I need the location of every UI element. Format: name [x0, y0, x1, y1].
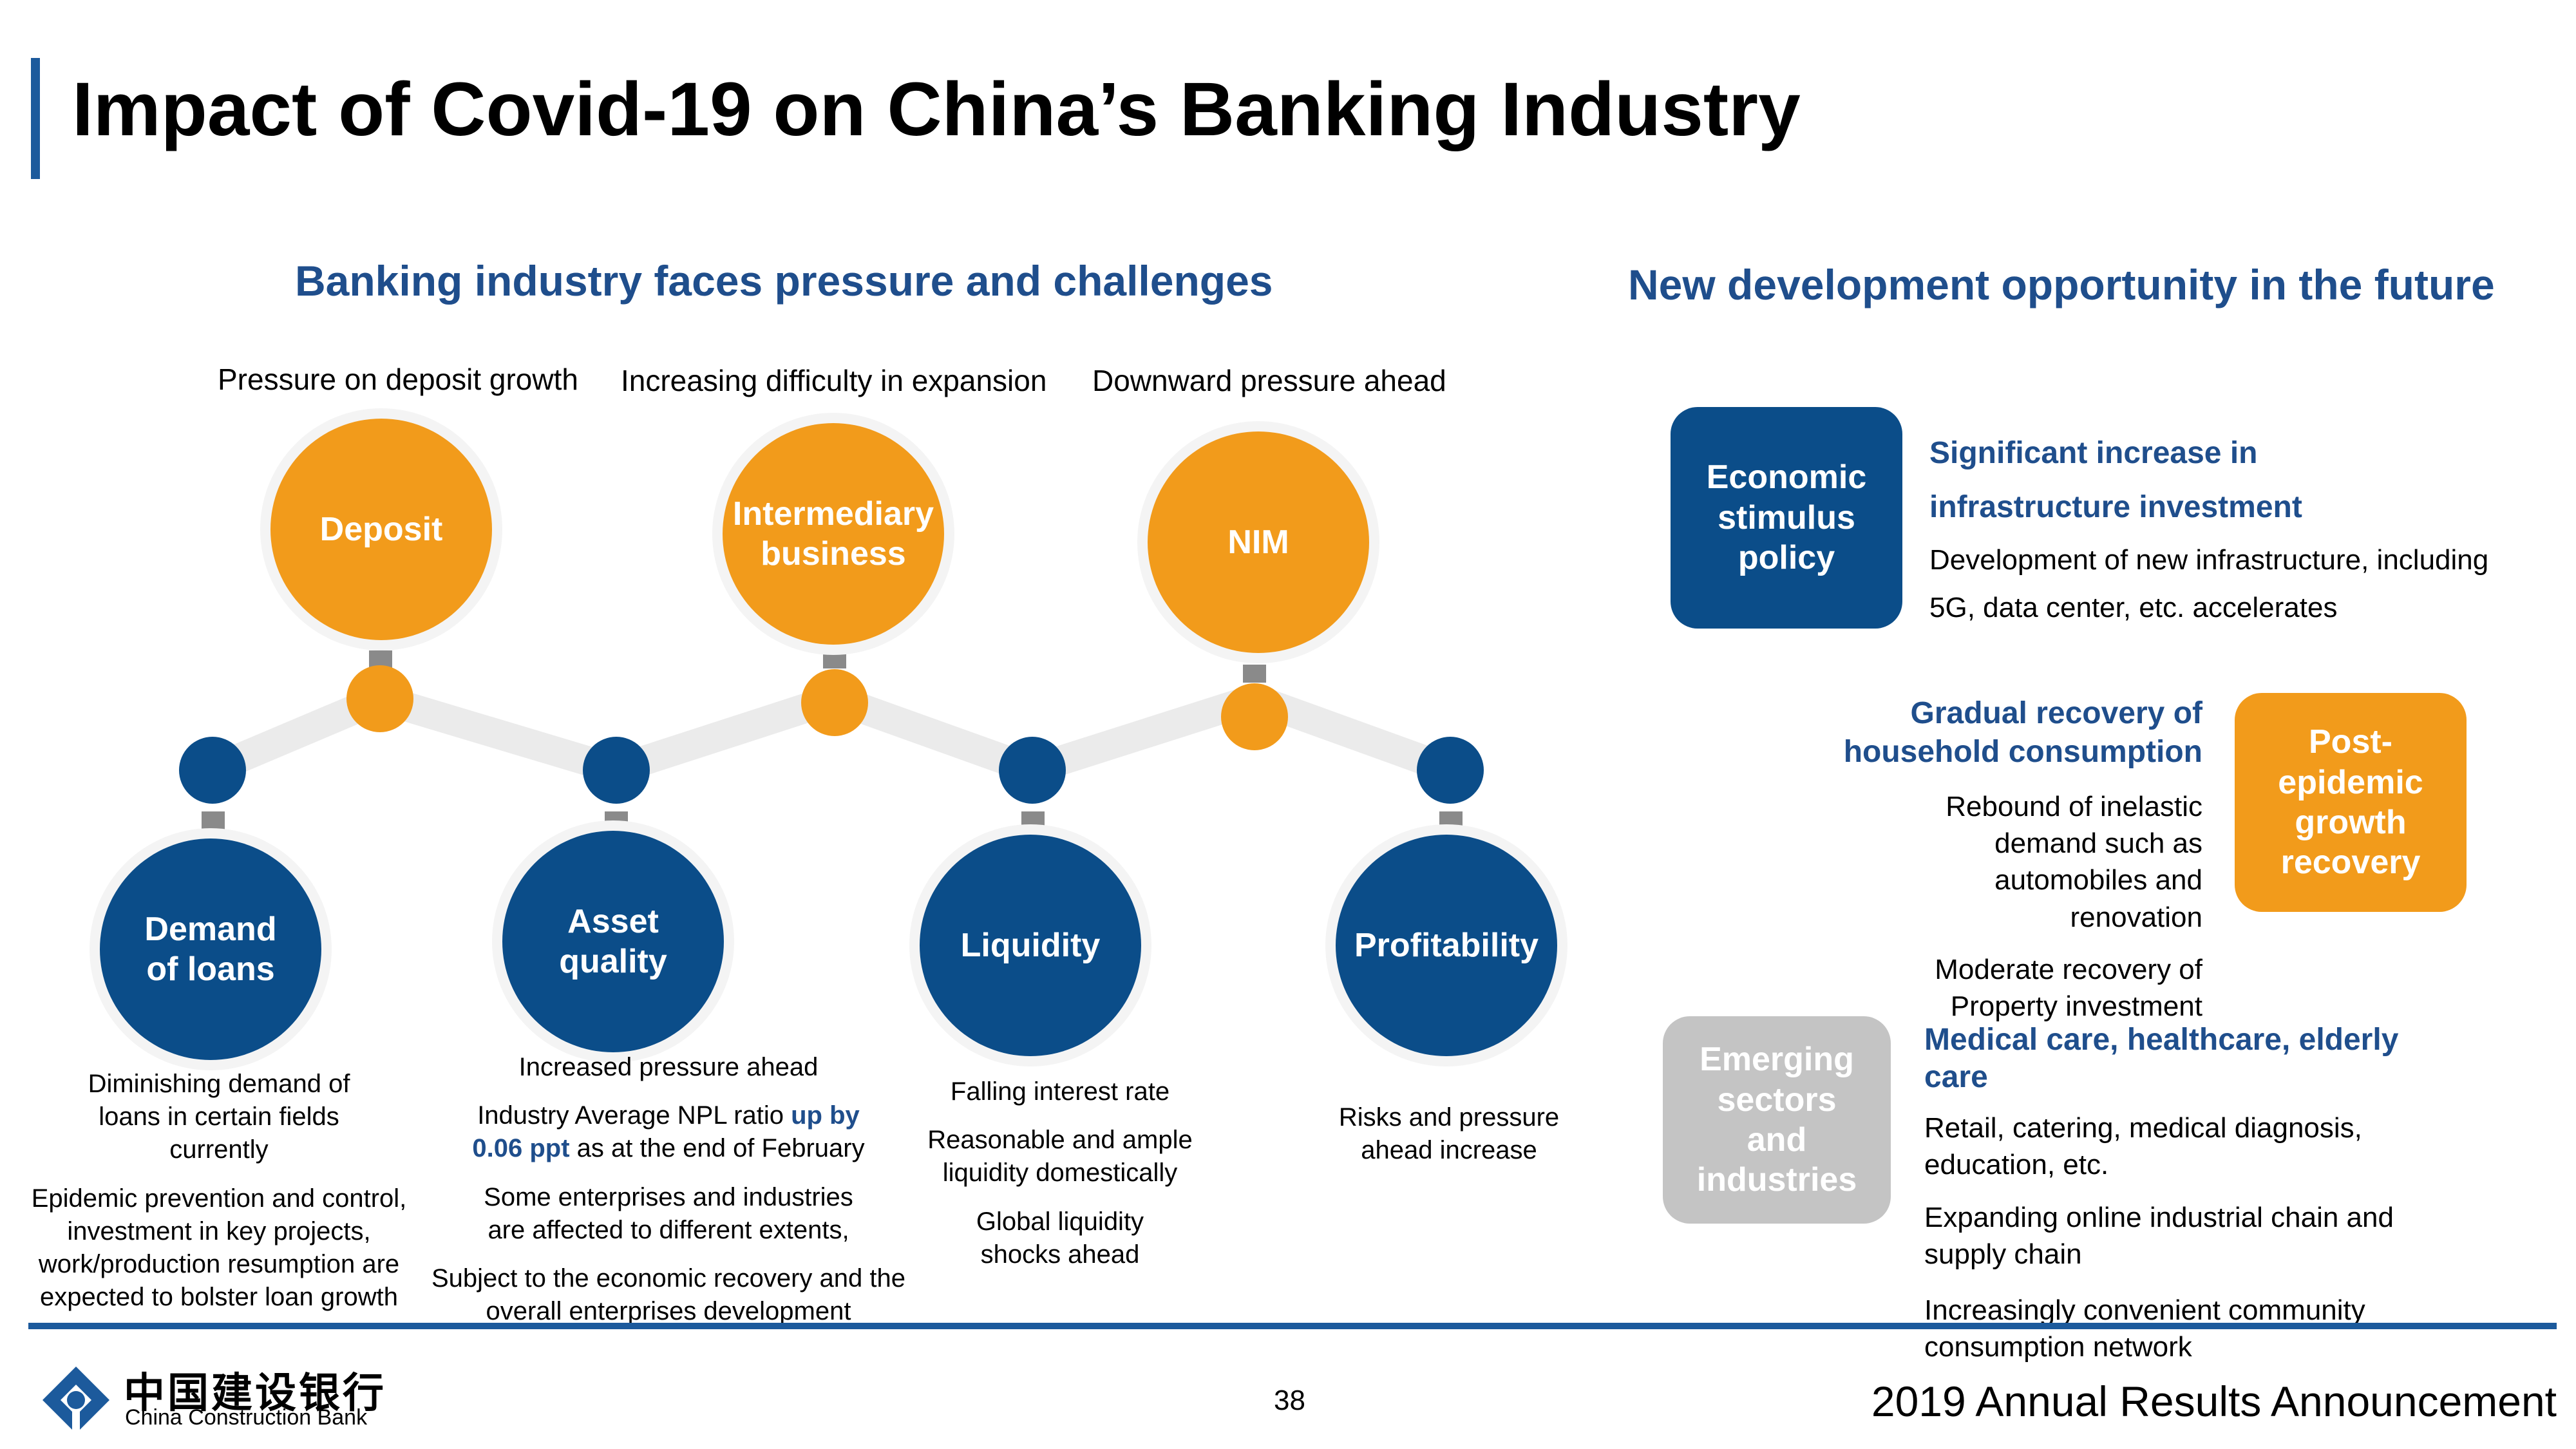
profitability-desc-line1: Risks and pressure ahead increase [1338, 1103, 1560, 1165]
loans-desc-line2: Epidemic prevention and control, investm… [31, 1184, 407, 1312]
asset-quality-desc-line3: Some enterprises and industries are affe… [484, 1182, 853, 1244]
asset-quality-desc-line1: Increased pressure ahead [518, 1053, 819, 1081]
recovery-text-line1: Rebound of inelastic demand such as auto… [1946, 791, 2202, 933]
post-epidemic-label: Post-epidemic growth recovery [2278, 723, 2423, 882]
right-section-heading: New development opportunity in the futur… [1628, 261, 2495, 308]
npl-highlight: up by 0.06 ppt [472, 1101, 860, 1163]
pressure-label-nim: Downward pressure ahead [1092, 364, 1446, 397]
emerging-title: Medical care, healthcare, elderly care [1924, 1023, 2399, 1094]
loans-desc-line1: Diminishing demand of loans in certain f… [88, 1070, 350, 1164]
emerging-text-line3: Increasingly convenient community consum… [1924, 1294, 2365, 1363]
profitability-description: Risks and pressure ahead increase [1327, 1101, 1571, 1182]
left-section-heading: Banking industry faces pressure and chal… [295, 257, 1273, 305]
liquidity-desc-line2: Reasonable and ample liquidity domestica… [927, 1126, 1193, 1188]
intermediary-business-circle: Intermediary business [723, 423, 944, 645]
demand-of-loans-label: Demand of loans [144, 910, 277, 988]
logo-english-name: China Construction Bank [125, 1405, 368, 1430]
ccb-logo-icon [43, 1367, 109, 1436]
loans-description: Diminishing demand of loans in certain f… [13, 1068, 425, 1329]
recovery-text-line2: Moderate recovery of Property investment [1935, 953, 2202, 1022]
emerging-sectors-label: Emerging sectors and industries [1696, 1041, 1857, 1199]
emerging-sectors-box: Emerging sectors and industries [1663, 1016, 1891, 1224]
stimulus-text-line2: 5G, data center, etc. accelerates [1929, 592, 2338, 624]
post-epidemic-text: Gradual recovery of household consumptio… [1726, 694, 2202, 1025]
zigzag-connector [179, 650, 1484, 837]
npl-prefix: Industry Average NPL ratio [477, 1101, 791, 1130]
economic-stimulus-label: Economic stimulus policy [1706, 459, 1867, 577]
liquidity-desc-line3: Global liquidity shocks ahead [976, 1207, 1144, 1269]
footer-announcement: 2019 Annual Results Announcement [1871, 1378, 2557, 1425]
recovery-title-line2: household consumption [1843, 735, 2202, 769]
emerging-text-line1: Retail, catering, medical diagnosis, edu… [1924, 1112, 2362, 1181]
pressure-label-intermediary: Increasing difficulty in expansion [621, 364, 1047, 397]
nim-circle: NIM [1148, 431, 1369, 653]
stimulus-title-line1: Significant increase in [1929, 436, 2258, 470]
profitability-circle: Profitability [1336, 835, 1557, 1056]
asset-quality-label: Asset quality [559, 902, 667, 980]
deposit-circle: Deposit [270, 419, 492, 640]
deposit-label: Deposit [319, 510, 443, 548]
stimulus-text-line1: Development of new infrastructure, inclu… [1929, 544, 2489, 576]
economic-stimulus-text: Significant increase in infrastructure i… [1929, 426, 2561, 631]
economic-stimulus-box: Economic stimulus policy [1671, 407, 1902, 629]
page-number: 38 [1274, 1385, 1305, 1416]
liquidity-circle: Liquidity [920, 835, 1141, 1056]
emerging-text-line2: Expanding online industrial chain and su… [1924, 1201, 2394, 1270]
post-epidemic-box: Post-epidemic growth recovery [2235, 693, 2467, 912]
pressure-label-deposit: Pressure on deposit growth [218, 363, 578, 396]
stimulus-title-line2: infrastructure investment [1929, 490, 2302, 524]
demand-of-loans-circle: Demand of loans [100, 838, 321, 1060]
emerging-sectors-text: Medical care, healthcare, elderly care R… [1924, 1021, 2439, 1365]
recovery-title-line1: Gradual recovery of [1910, 696, 2202, 730]
asset-quality-desc-line4: Subject to the economic recovery and the… [431, 1264, 905, 1326]
profitability-label: Profitability [1354, 926, 1539, 964]
footer-divider [28, 1323, 2557, 1329]
npl-suffix: as at the end of February [569, 1134, 865, 1163]
logo-chinese-name: 中国建设银行 [124, 1370, 386, 1416]
nim-label: NIM [1227, 523, 1289, 561]
npl-ratio-text: Industry Average NPL ratio up by 0.06 pp… [430, 1099, 907, 1165]
asset-quality-description: Increased pressure ahead Industry Averag… [430, 1051, 907, 1343]
asset-quality-circle: Asset quality [502, 831, 724, 1052]
liquidity-description: Falling interest rate Reasonable and amp… [905, 1075, 1215, 1287]
liquidity-desc-line1: Falling interest rate [950, 1077, 1170, 1106]
title-accent-bar [31, 58, 40, 179]
liquidity-label: Liquidity [960, 926, 1101, 964]
intermediary-business-label: Intermediary business [732, 495, 934, 573]
page-title: Impact of Covid-19 on China’s Banking In… [72, 67, 1801, 152]
